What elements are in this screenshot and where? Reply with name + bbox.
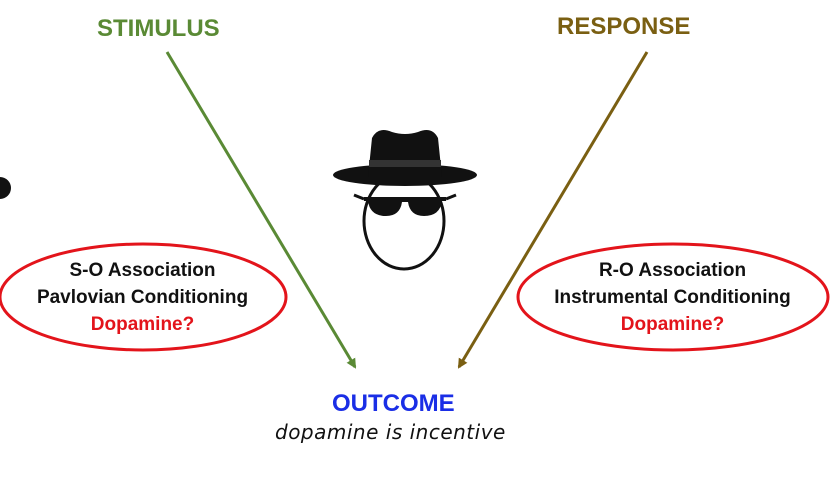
so-association-text: S-O Association Pavlovian Conditioning D… [0,257,285,338]
spy-figure-icon [333,130,477,271]
stimulus-outcome-arrow [165,51,357,369]
edge-dot [0,177,11,199]
ro-association-dopamine: Dopamine? [620,314,725,335]
response-outcome-arrow [457,51,649,369]
ro-association-ellipse [516,242,830,352]
so-association-type: Pavlovian Conditioning [36,287,249,308]
outcome-handwritten-note: dopamine is incentive [275,420,506,444]
so-association-dopamine: Dopamine? [90,314,195,335]
outcome-label: OUTCOME [332,390,455,417]
stimulus-label: STIMULUS [97,15,220,42]
response-label: RESPONSE [557,13,691,40]
ro-association-title: R-O Association [598,260,747,281]
ro-association-type: Instrumental Conditioning [554,287,791,308]
ro-association-text: R-O Association Instrumental Conditionin… [520,257,825,338]
so-association-title: S-O Association [69,260,216,281]
so-association-ellipse [0,242,288,352]
